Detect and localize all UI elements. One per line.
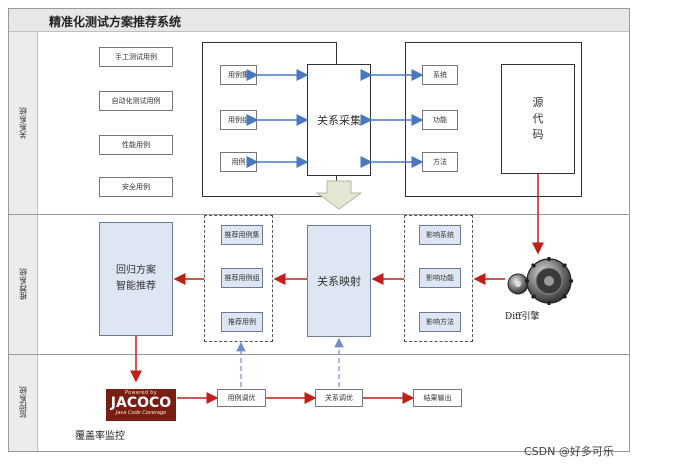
diagram-frame: 精准化测试方案推荐系统 关系系统 推荐系统 监控系统 手工测试用例 自动化测试用…: [8, 8, 630, 452]
case-type-box: 自动化测试用例: [99, 91, 173, 111]
diff-engine-gear-icon: [507, 257, 573, 305]
recommend-cases-group: [204, 215, 273, 342]
regression-label-line1: 回归方案: [116, 265, 156, 276]
code-unit-box: 方法: [422, 152, 458, 172]
regression-recommend-box: 回归方案 智能推荐: [99, 222, 173, 336]
lane-separator: [9, 354, 629, 355]
monitor-step-box: 用例调优: [217, 389, 266, 407]
case-type-box: 性能用例: [99, 135, 173, 155]
recommend-case-box: 推荐用例集: [221, 225, 263, 245]
impact-box: 影响方法: [419, 312, 461, 332]
source-code-label: 源代码: [532, 96, 544, 141]
relation-map-box: 关系映射: [307, 225, 371, 337]
impact-box: 影响系统: [419, 225, 461, 245]
jacoco-logo: Powered by JACOCO Java Code Coverage: [106, 389, 176, 421]
impact-group: [404, 215, 473, 342]
source-code-box: 源代码: [501, 64, 575, 174]
case-type-box: 安全用例: [99, 177, 173, 197]
code-unit-box: 系统: [422, 65, 458, 85]
monitor-step-box: 关系调优: [315, 389, 363, 407]
connectors-layer: [130, 69, 573, 404]
lane-label-column: [9, 32, 38, 451]
regression-label-line2: 智能推荐: [116, 281, 156, 292]
case-type-box: 手工测试用例: [99, 47, 173, 67]
watermark: CSDN @好多可乐: [524, 445, 614, 458]
diff-engine-label: Diff引擎: [505, 312, 540, 322]
down-flow-arrow: [315, 180, 363, 210]
lane-separator: [9, 214, 629, 215]
impact-box: 影响功能: [419, 268, 461, 288]
recommend-case-box: 推荐用例: [221, 312, 263, 332]
recommend-case-box: 推荐用例组: [221, 268, 263, 288]
coverage-monitor-label: 覆盖率监控: [75, 431, 125, 442]
monitor-step-box: 结果输出: [413, 389, 462, 407]
title-bar: 精准化测试方案推荐系统: [9, 9, 629, 32]
diagram-title: 精准化测试方案推荐系统: [49, 15, 182, 29]
